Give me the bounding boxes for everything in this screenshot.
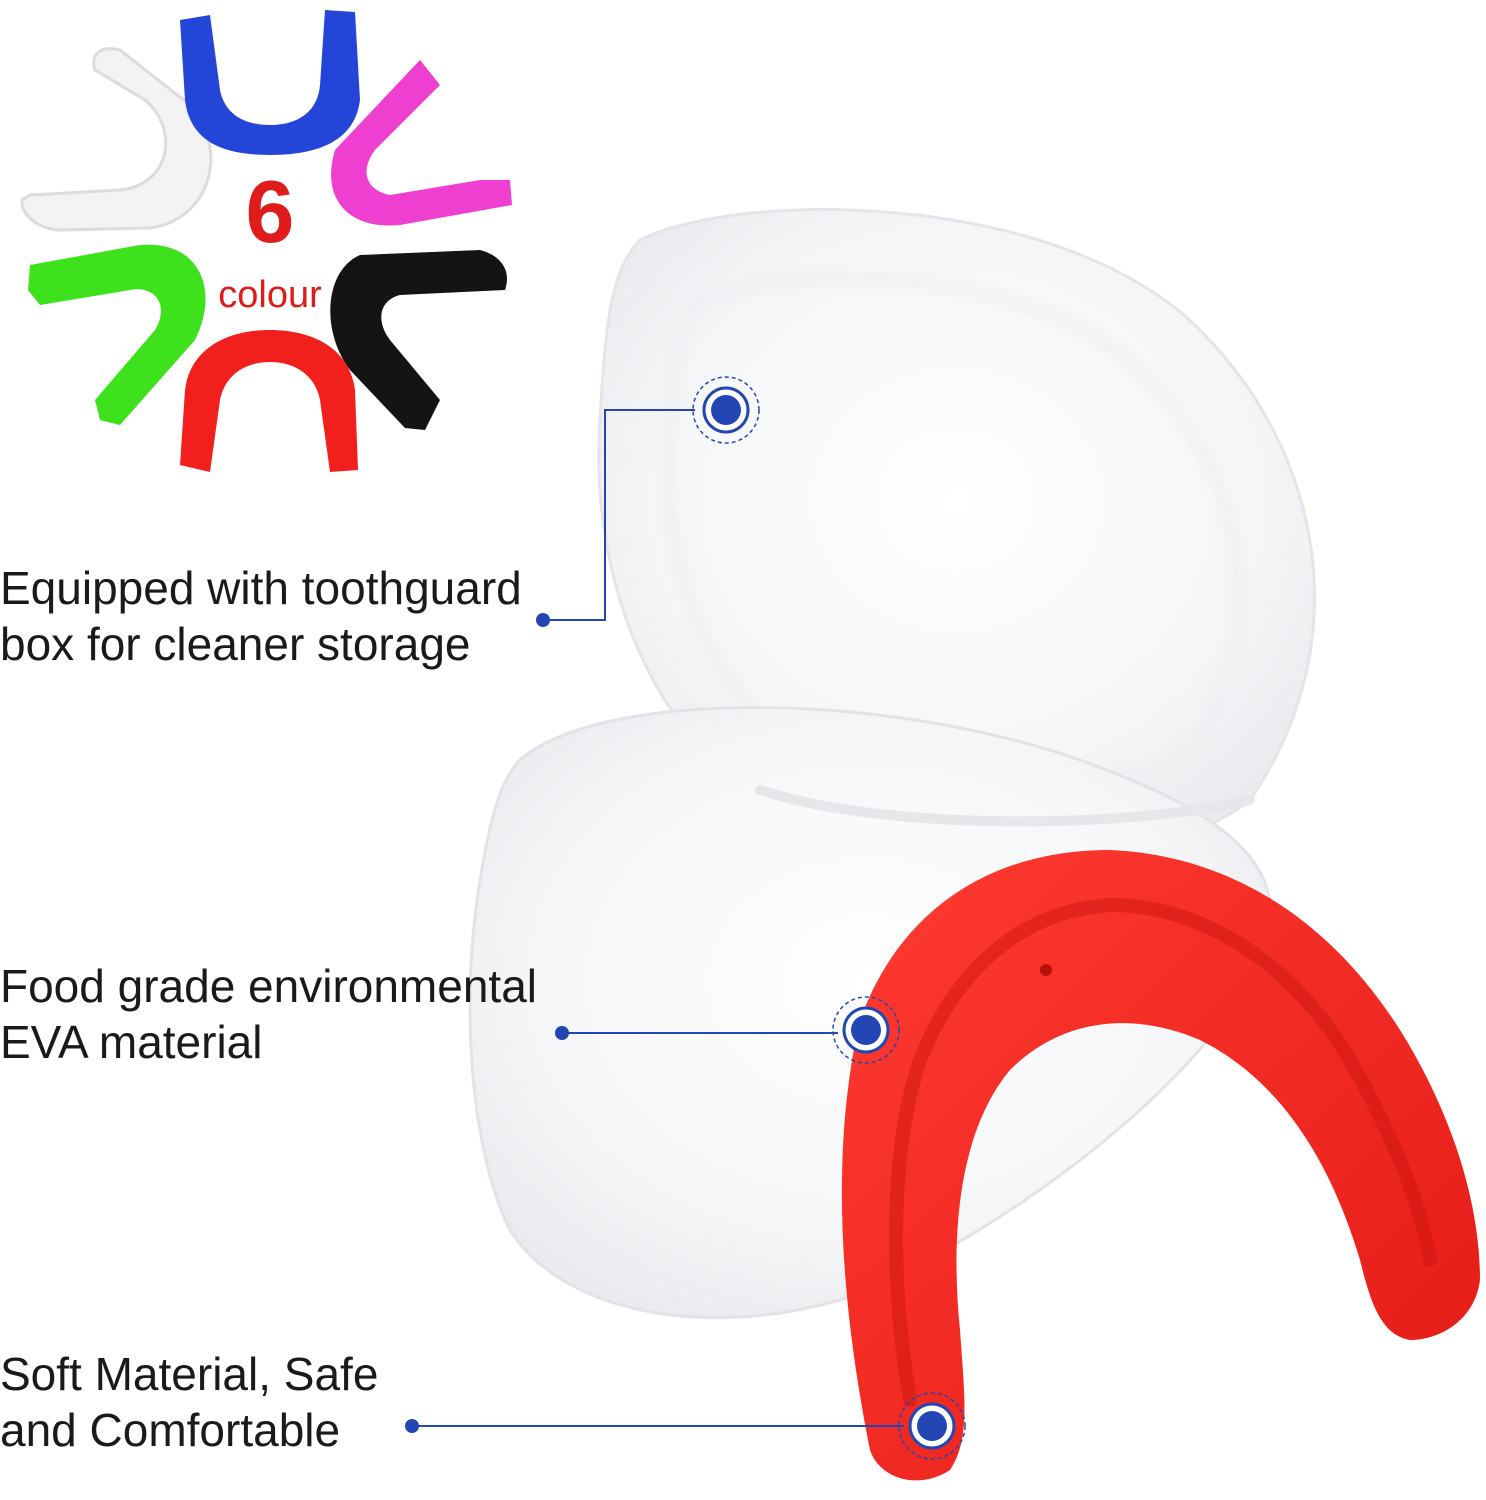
red-small-mouthguard <box>180 330 358 472</box>
red-mouthguard <box>841 850 1480 1481</box>
green-mouthguard <box>28 244 206 425</box>
callout-dot-3 <box>405 1419 419 1433</box>
callout-text-eva-material: Food grade environmental EVA material <box>0 958 537 1070</box>
red-mouthguard-body <box>841 850 1480 1481</box>
black-mouthguard <box>330 250 508 430</box>
callout-marker-core-2 <box>851 1015 881 1045</box>
callout-text-line: box for cleaner storage <box>0 618 471 670</box>
callout-text-storage-box: Equipped with toothguard box for cleaner… <box>0 560 522 672</box>
white-mouthguard <box>20 47 213 232</box>
pink-mouthguard <box>331 60 512 226</box>
callout-marker-ring-3 <box>898 1392 966 1460</box>
callout-text-line: Food grade environmental <box>0 960 537 1012</box>
callout-lines <box>405 376 966 1460</box>
callout-text-line: Equipped with toothguard <box>0 562 522 614</box>
colour-count-label: colour <box>218 274 322 316</box>
callout-marker-ring-1 <box>692 376 760 444</box>
blue-mouthguard <box>180 10 360 155</box>
callout-text-line: Soft Material, Safe <box>0 1348 379 1400</box>
callout-text-soft-material: Soft Material, Safe and Comfortable <box>0 1346 378 1458</box>
callout-text-line: and Comfortable <box>0 1404 341 1456</box>
colour-guards <box>20 10 512 472</box>
callout-line-1 <box>543 409 695 621</box>
callout-marker-core-3 <box>917 1411 947 1441</box>
callout-dot-2 <box>555 1026 569 1040</box>
callout-marker-ring-2 <box>832 996 900 1064</box>
callout-text-line: EVA material <box>0 1016 263 1068</box>
callout-dot-1 <box>536 613 550 627</box>
callout-marker-core-1 <box>711 395 741 425</box>
red-mouthguard-groove <box>889 897 1437 1407</box>
case-hinge <box>755 785 1255 827</box>
red-mouthguard-hole <box>1040 964 1052 976</box>
colour-count-number: 6 <box>245 162 295 261</box>
